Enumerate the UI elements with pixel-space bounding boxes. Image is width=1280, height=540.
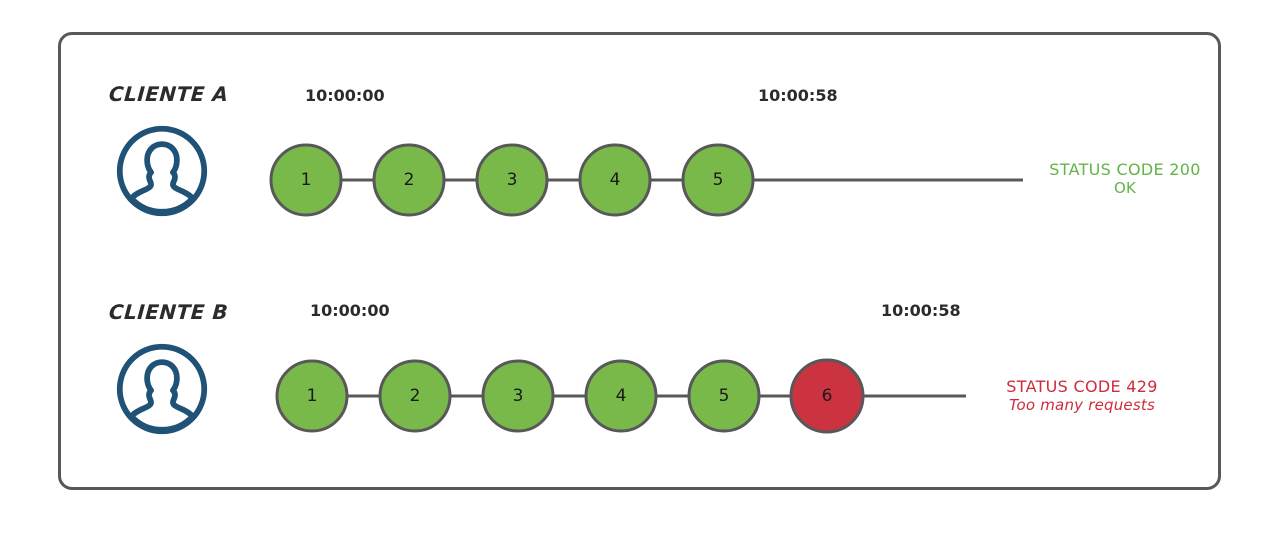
client-b-status: STATUS CODE 429 Too many requests — [971, 377, 1193, 415]
client-b-end-time: 10:00:58 — [881, 301, 961, 320]
user-avatar-icon — [116, 125, 208, 217]
request-node-b-2-label: 2 — [410, 386, 421, 406]
request-node-a-5[interactable]: 5 — [681, 143, 755, 217]
request-node-a-2-label: 2 — [404, 170, 415, 190]
user-avatar-icon — [116, 343, 208, 435]
request-node-a-1[interactable]: 1 — [269, 143, 343, 217]
client-a-start-time: 10:00:00 — [305, 86, 385, 105]
client-a-timeline: 1 2 3 4 5 — [269, 143, 1023, 217]
request-node-a-1-label: 1 — [301, 170, 312, 190]
request-node-b-1[interactable]: 1 — [275, 359, 349, 433]
client-b-start-time: 10:00:00 — [310, 301, 390, 320]
request-node-b-5-label: 5 — [719, 386, 730, 406]
request-node-a-3-label: 3 — [507, 170, 518, 190]
request-node-a-2[interactable]: 2 — [372, 143, 446, 217]
request-node-b-1-label: 1 — [307, 386, 318, 406]
request-node-b-4-label: 4 — [616, 386, 627, 406]
diagram-frame: CLIENTE A 10:00:00 10:00:58 1 2 — [58, 32, 1221, 490]
client-b-status-code: STATUS CODE 429 — [1006, 377, 1158, 396]
request-node-b-3[interactable]: 3 — [481, 359, 555, 433]
client-b-status-message: Too many requests — [1009, 395, 1155, 414]
request-node-a-4[interactable]: 4 — [578, 143, 652, 217]
request-node-a-5-label: 5 — [713, 170, 724, 190]
client-a-end-time: 10:00:58 — [758, 86, 838, 105]
request-node-b-2[interactable]: 2 — [378, 359, 452, 433]
client-a-status-code: STATUS CODE 200 — [1049, 160, 1201, 179]
client-b-avatar — [114, 341, 210, 441]
request-node-b-3-label: 3 — [513, 386, 524, 406]
request-node-b-6[interactable]: 6 — [789, 358, 865, 434]
request-node-a-3[interactable]: 3 — [475, 143, 549, 217]
request-node-b-6-label: 6 — [822, 386, 833, 406]
request-node-b-4[interactable]: 4 — [584, 359, 658, 433]
client-b-timeline: 1 2 3 4 5 6 — [275, 358, 966, 434]
request-node-b-5[interactable]: 5 — [687, 359, 761, 433]
client-a-status: STATUS CODE 200 OK — [1027, 160, 1223, 198]
request-node-a-4-label: 4 — [610, 170, 621, 190]
client-a-avatar — [114, 123, 210, 223]
client-a-status-message: OK — [1113, 178, 1137, 197]
